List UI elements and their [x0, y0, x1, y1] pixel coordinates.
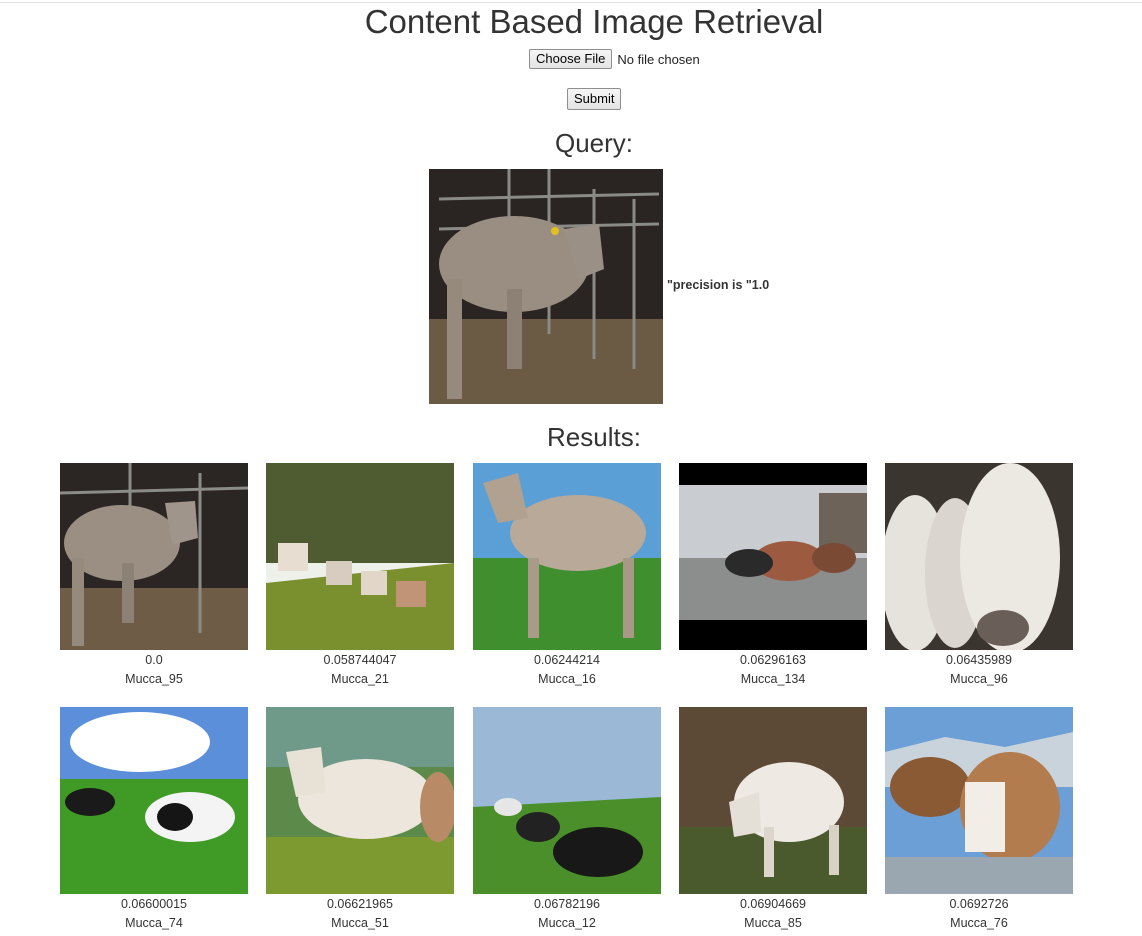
result-item[interactable]: 0.06435989 Mucca_96	[885, 463, 1073, 686]
result-image[interactable]	[60, 463, 248, 650]
choose-file-button[interactable]: Choose File	[529, 49, 613, 69]
result-name: Mucca_16	[538, 672, 596, 686]
result-score: 0.0	[145, 653, 163, 667]
top-border	[0, 2, 1142, 3]
result-score: 0.06782196	[533, 897, 601, 911]
result-score: 0.06244214	[533, 653, 601, 667]
result-name: Mucca_134	[740, 672, 806, 686]
result-name: Mucca_74	[125, 916, 183, 930]
precision-text: "precision is "1.0	[667, 278, 770, 292]
result-image[interactable]	[60, 707, 248, 894]
result-image[interactable]	[885, 463, 1073, 650]
result-name: Mucca_51	[331, 916, 389, 930]
result-name: Mucca_21	[331, 672, 389, 686]
result-image[interactable]	[679, 707, 867, 894]
result-item[interactable]: 0.06904669 Mucca_85	[679, 707, 867, 930]
result-name: Mucca_85	[744, 916, 802, 930]
results-heading: Results:	[547, 422, 641, 452]
result-item[interactable]: 0.06296163 Mucca_134	[679, 463, 867, 686]
result-item[interactable]: 0.06621965 Mucca_51	[266, 707, 454, 930]
result-score: 0.0692726	[949, 897, 1009, 911]
result-item[interactable]: 0.06782196 Mucca_12	[473, 707, 661, 930]
file-upload: Choose File No file chosen	[529, 49, 700, 69]
result-image[interactable]	[473, 707, 661, 894]
result-name: Mucca_12	[538, 916, 596, 930]
result-name: Mucca_96	[950, 672, 1008, 686]
file-status-text: No file chosen	[617, 51, 700, 67]
page-title: Content Based Image Retrieval	[364, 3, 824, 40]
result-item[interactable]: 0.06600015 Mucca_74	[60, 707, 248, 930]
result-score: 0.06600015	[120, 897, 188, 911]
result-score: 0.06435989	[945, 653, 1013, 667]
result-image[interactable]	[266, 463, 454, 650]
query-heading: Query:	[554, 128, 634, 158]
result-name: Mucca_95	[125, 672, 183, 686]
result-score: 0.058744047	[323, 653, 397, 667]
result-score: 0.06904669	[739, 897, 807, 911]
result-item[interactable]: 0.0692726 Mucca_76	[885, 707, 1073, 930]
result-item[interactable]: 0.0 Mucca_95	[60, 463, 248, 686]
query-image	[429, 169, 663, 404]
result-item[interactable]: 0.06244214 Mucca_16	[473, 463, 661, 686]
result-item[interactable]: 0.058744047 Mucca_21	[266, 463, 454, 686]
result-image[interactable]	[885, 707, 1073, 894]
submit-button[interactable]: Submit	[567, 88, 622, 110]
result-score: 0.06621965	[326, 897, 394, 911]
result-image[interactable]	[473, 463, 661, 650]
result-name: Mucca_76	[950, 916, 1008, 930]
result-image[interactable]	[266, 707, 454, 894]
result-score: 0.06296163	[739, 653, 807, 667]
result-image[interactable]	[679, 463, 867, 650]
